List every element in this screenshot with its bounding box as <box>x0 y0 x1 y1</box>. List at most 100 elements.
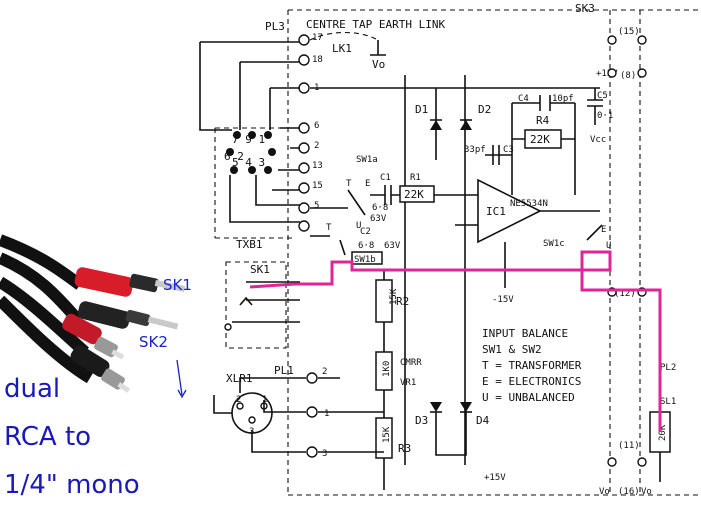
sw1c-label: SW1c <box>543 239 565 249</box>
pl3-connector <box>298 34 310 232</box>
diodes-d1-d2 <box>430 88 472 160</box>
pin-6-label: 6 <box>314 121 319 131</box>
sw1a-e: E <box>365 179 370 189</box>
r2-label: R2 <box>396 295 409 308</box>
quarter-inch-plug-2 <box>77 301 179 330</box>
r3-resistor <box>375 417 393 459</box>
r4-value: 22K <box>530 133 550 146</box>
rca-plug-black <box>70 345 131 393</box>
pin-18-label: 18 <box>312 55 323 65</box>
vr1-value: 1K0 <box>382 361 392 377</box>
c5-label: C5 <box>597 91 608 101</box>
c1-voltage: 63V <box>370 214 387 224</box>
pl2-label: PL2 <box>660 363 676 373</box>
pin-13-label: 13 <box>312 161 323 171</box>
r3-value: 15K <box>382 426 392 443</box>
ic1-label: IC1 <box>486 205 506 218</box>
legend-title: INPUT BALANCE <box>482 327 568 340</box>
r1-resistor <box>399 185 435 203</box>
c4-capacitor <box>512 95 575 111</box>
c5-value: 0·1 <box>597 111 613 121</box>
vo-bottom-2: Vo <box>641 487 652 497</box>
caption-line-1: dual <box>4 374 61 404</box>
r20k-value: 20K <box>658 424 668 441</box>
txb1-pins-top: 7 9 1 <box>232 133 265 146</box>
sk3-pin15-label: (15) <box>618 27 640 37</box>
caption-line-3: 1/4" mono <box>4 470 140 500</box>
pl1-label: PL1 <box>274 364 294 377</box>
c3-label: C3 <box>503 145 514 155</box>
caption-line-2: RCA to <box>4 422 92 452</box>
centre-tap-label: CENTRE TAP EARTH LINK <box>306 18 445 31</box>
sk1-jack-label: SK1 <box>250 263 270 276</box>
xlr-pin-2: 2 <box>236 395 241 405</box>
pl1-connector <box>239 372 384 458</box>
d3-label: D3 <box>415 414 428 427</box>
ic1-part-number: NE5534N <box>510 199 548 209</box>
c1-label: C1 <box>380 173 391 183</box>
txb1-label: TXB1 <box>236 238 263 251</box>
r4-label: R4 <box>536 114 550 127</box>
r2-value: 15K <box>389 288 399 305</box>
plus15-label: +15V <box>596 69 618 79</box>
c4-label: C4 <box>518 94 529 104</box>
vr1-pot <box>375 351 393 391</box>
pin-17-label: 17 <box>312 33 323 43</box>
pl1-pin-3: 3 <box>322 449 327 459</box>
sk1-cable-label: SK1 <box>163 276 192 294</box>
txb1-transformer <box>199 41 300 174</box>
pin-2-label: 2 <box>314 141 319 151</box>
r2-resistor <box>375 279 393 323</box>
rca-plug-red <box>62 313 125 360</box>
d1-label: D1 <box>415 103 428 116</box>
r1-value: 22K <box>404 188 424 201</box>
txb1-pins-mid: 6 2 <box>224 150 244 163</box>
sw1b-label: SW1b <box>354 255 376 265</box>
sw1c-u: U <box>606 241 611 251</box>
sw1b-u: U <box>356 221 361 231</box>
d4-diode <box>460 402 472 412</box>
sk3-label: SK3 <box>575 2 595 15</box>
pin-12-label: (12) <box>614 289 636 299</box>
c2-label: C2 <box>360 227 371 237</box>
minus15-label: -15V <box>492 295 514 305</box>
lk1-label: LK1 <box>332 42 352 55</box>
sl1-label: SL1 <box>660 397 676 407</box>
sk3-pin8-label: (8) <box>620 71 636 81</box>
pin-11-label: (11) <box>618 441 640 451</box>
c1-capacitor <box>370 185 400 205</box>
d3-diode <box>430 402 442 412</box>
r1-label: R1 <box>410 173 421 183</box>
c3-value: 33pf <box>464 145 486 155</box>
vcc-label: Vcc <box>590 135 606 145</box>
c2-voltage: 63V <box>384 241 401 251</box>
legend-line-1: SW1 & SW2 <box>482 343 542 356</box>
lk1-link <box>309 32 379 41</box>
pl1-pin-2: 2 <box>322 367 327 377</box>
legend-line-2: T = TRANSFORMER <box>482 359 582 372</box>
legend: INPUT BALANCE SW1 & SW2 T = TRANSFORMER … <box>482 327 582 404</box>
c4-value: 10pf <box>552 94 574 104</box>
pl1-pin-1: 1 <box>324 409 329 419</box>
pin-15-label: 15 <box>312 181 323 191</box>
quarter-inch-plug-1 <box>74 267 186 297</box>
vo-bottom-1: Vo <box>599 487 610 497</box>
cable-illustration <box>0 234 187 399</box>
c1-value: 6·8 <box>372 203 388 213</box>
r3-label: R3 <box>398 442 411 455</box>
c5-capacitor <box>587 88 603 125</box>
sk2-cable-label: SK2 <box>139 333 168 351</box>
ic1-opamp <box>477 178 542 244</box>
modification-link-path <box>249 250 662 432</box>
pl3-label: PL3 <box>265 20 285 33</box>
cmrr-label: CMRR <box>400 358 422 368</box>
sw1c-e: E <box>601 225 606 235</box>
sk2-arrow <box>176 359 183 396</box>
vr1-label: VR1 <box>400 378 416 388</box>
plus15-bottom-label: +15V <box>484 473 506 483</box>
sw1a-label: SW1a <box>356 155 378 165</box>
enclosure-outline <box>214 9 700 496</box>
sw1a-t: T <box>346 179 352 189</box>
d4-label: D4 <box>476 414 490 427</box>
